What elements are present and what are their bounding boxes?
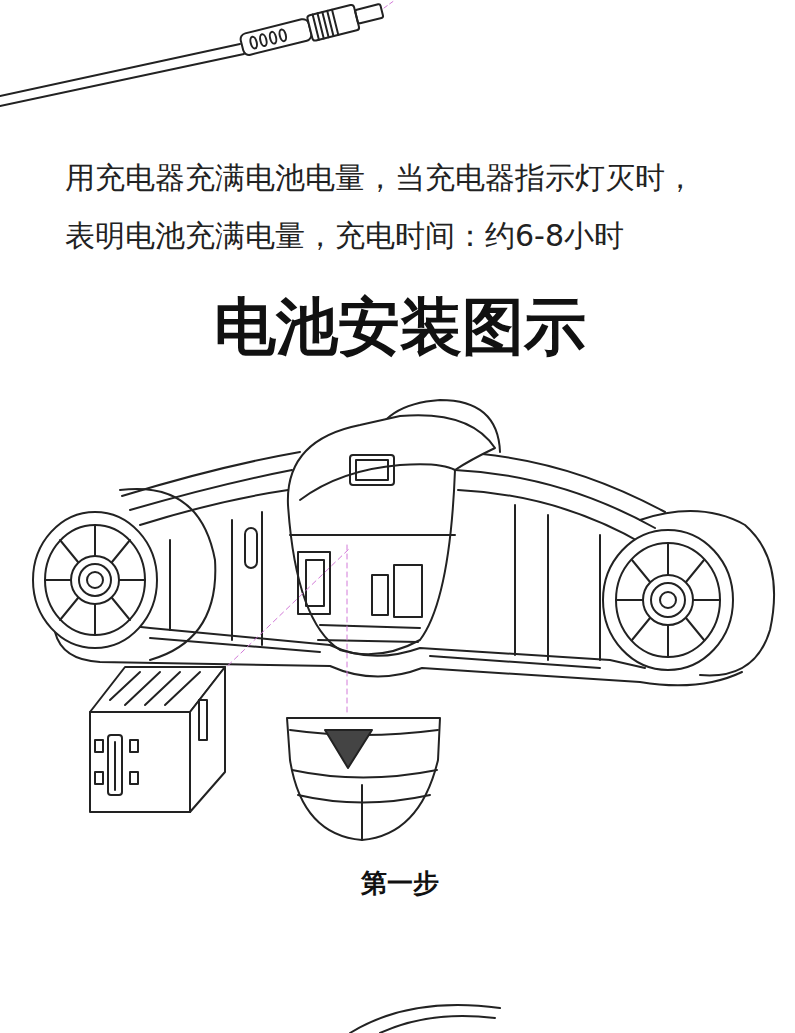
step-caption: 第一步: [361, 868, 439, 899]
dome-cover: [287, 718, 440, 840]
battery-pack: [90, 667, 225, 812]
scooter-body: [33, 400, 774, 685]
instruction-text: 用充电器充满电池电量，当充电器指示灯灭时，: [65, 160, 695, 196]
next-step-sketch: [350, 1005, 500, 1033]
charger-cable: [0, 0, 395, 106]
section-title: 电池安装图示: [214, 290, 586, 364]
instruction-text: 表明电池充满电量，充电时间：约6-8小时: [65, 218, 624, 254]
